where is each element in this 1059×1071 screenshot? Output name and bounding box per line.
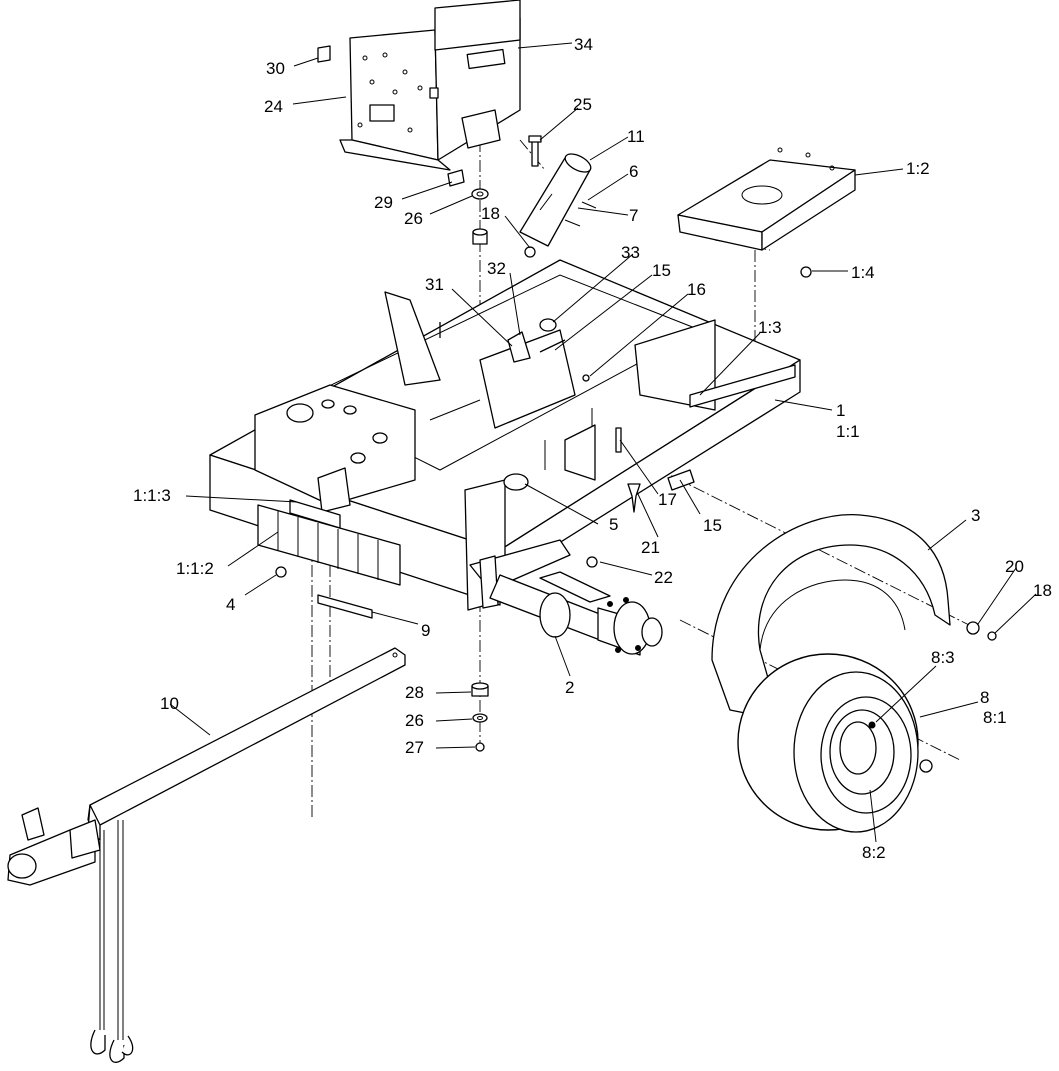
callout-3: 3 — [971, 506, 980, 525]
callout-29: 29 — [374, 193, 393, 212]
callout-16: 16 — [687, 280, 706, 299]
callout-31: 31 — [425, 275, 444, 294]
callout-18-bottom: 18 — [1033, 581, 1052, 600]
callout-8-3: 8:3 — [931, 648, 955, 667]
callout-27: 27 — [405, 738, 424, 757]
tube-11 — [519, 153, 597, 247]
callout-1-1-3: 1:1:3 — [133, 486, 171, 505]
callout-1-1-2: 1:1:2 — [176, 559, 214, 578]
nut-18-top — [524, 246, 536, 258]
nut-1-4 — [800, 266, 812, 278]
bolt-25 — [528, 135, 542, 167]
callout-32: 32 — [487, 259, 506, 278]
hardware-stack — [471, 682, 489, 752]
spacer-top — [472, 228, 488, 245]
callout-26-bottom: 26 — [405, 711, 424, 730]
decal-30 — [317, 45, 331, 63]
callout-20: 20 — [1005, 557, 1024, 576]
callout-1-4: 1:4 — [851, 263, 875, 282]
washer-26-top — [471, 188, 489, 200]
callout-1-2: 1:2 — [906, 159, 930, 178]
callout-25: 25 — [573, 95, 592, 114]
tongue-assembly — [7, 647, 406, 1063]
wheel-tire — [737, 653, 933, 833]
callout-7: 7 — [629, 206, 638, 225]
callout-15-bottom: 15 — [703, 516, 722, 535]
callout-34: 34 — [574, 35, 593, 54]
main-frame — [209, 259, 801, 611]
callout-18-top: 18 — [481, 204, 500, 223]
callout-5: 5 — [609, 515, 618, 534]
axle-hub — [489, 571, 663, 656]
callout-8-1: 8:1 — [983, 708, 1007, 727]
callout-8: 8 — [980, 688, 989, 707]
callout-10: 10 — [160, 694, 179, 713]
callout-30: 30 — [266, 59, 285, 78]
callout-2: 2 — [565, 678, 574, 697]
leader-lines — [169, 42, 1037, 843]
fender — [711, 514, 951, 721]
frame-hardware — [275, 318, 695, 619]
callout-4: 4 — [226, 595, 235, 614]
callout-33: 33 — [621, 243, 640, 262]
washer-20 — [966, 621, 980, 635]
nut-18-fender — [987, 631, 997, 641]
callout-26-top: 26 — [404, 209, 423, 228]
callout-21: 21 — [641, 538, 660, 557]
callout-22: 22 — [654, 568, 673, 587]
callout-8-2: 8:2 — [862, 843, 886, 862]
callout-15-top: 15 — [652, 261, 671, 280]
control-bracket — [339, 0, 521, 171]
decal-29 — [447, 169, 465, 187]
callout-1-3: 1:3 — [758, 318, 782, 337]
callout-1-1: 1:1 — [836, 422, 860, 441]
seat-plate — [677, 147, 856, 251]
callout-17: 17 — [658, 490, 677, 509]
callout-24: 24 — [264, 97, 283, 116]
callout-6: 6 — [629, 162, 638, 181]
callout-11: 11 — [627, 127, 645, 146]
callout-1: 1 — [836, 401, 845, 420]
callout-labels: 30 34 24 25 11 6 7 29 26 18 1:2 1:4 32 3… — [133, 35, 1052, 862]
callout-9: 9 — [421, 621, 430, 640]
callout-28: 28 — [405, 683, 424, 702]
